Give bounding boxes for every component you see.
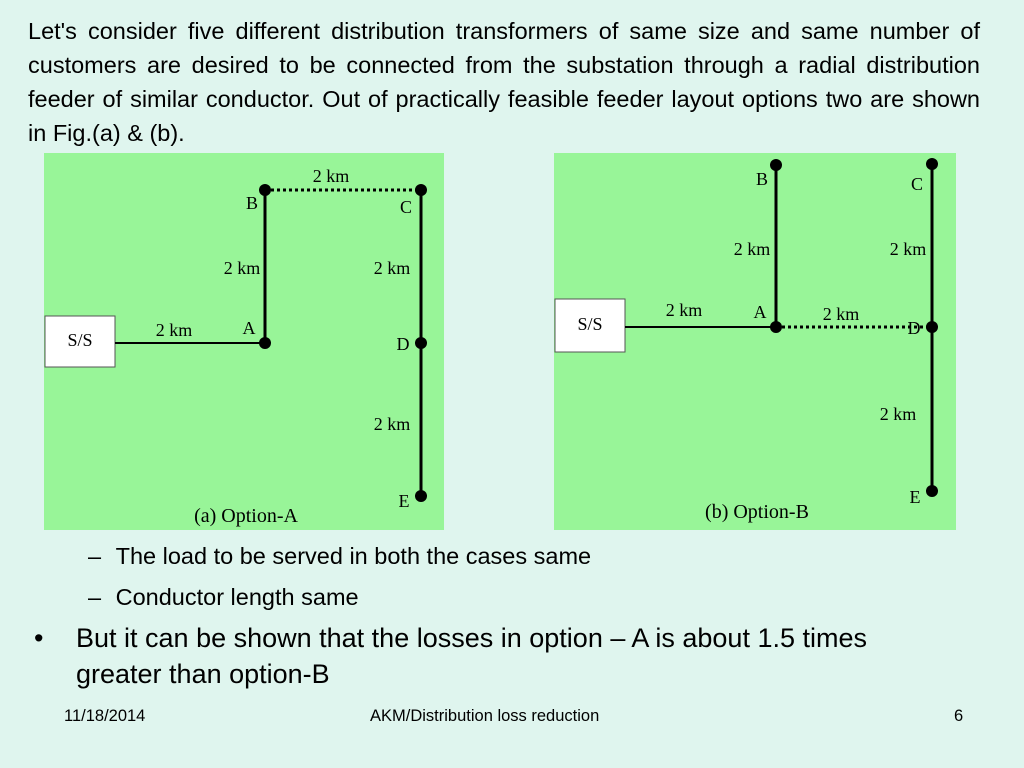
option-a-node-d (415, 337, 427, 349)
option-a-node-a-label: A (243, 318, 256, 338)
option-a-node-c-label: C (400, 197, 412, 217)
option-b-node-c-label: C (911, 174, 923, 194)
main-bullet-text: But it can be shown that the losses in o… (76, 623, 867, 689)
option-b-node-d-label: D (908, 318, 921, 338)
option-a-node-d-label: D (397, 334, 410, 354)
option-a-diagram: S/S A B C D E 2 km 2 km 2 km 2 km 2 km (… (44, 166, 427, 527)
footer-date: 11/18/2014 (64, 707, 146, 725)
option-b-caption: (b) Option-B (705, 501, 809, 523)
option-b-node-e (926, 485, 938, 497)
option-a-node-c (415, 184, 427, 196)
option-a-length-a-b: 2 km (224, 258, 261, 278)
option-a-caption: (a) Option-A (194, 505, 298, 527)
option-b-node-c (926, 158, 938, 170)
option-b-node-d (926, 321, 938, 333)
option-a-length-b-c: 2 km (313, 166, 350, 186)
option-a-length-d-e: 2 km (374, 414, 411, 434)
sub-bullet-list: The load to be served in both the cases … (88, 536, 592, 618)
option-a-substation-label: S/S (67, 330, 92, 350)
option-b-length-d-e: 2 km (880, 404, 917, 424)
option-b-node-b-label: B (756, 169, 768, 189)
option-a-node-a (259, 337, 271, 349)
option-b-length-c-d: 2 km (890, 239, 927, 259)
option-a-node-e-label: E (399, 491, 410, 511)
option-a-node-e (415, 490, 427, 502)
option-a-length-ss-a: 2 km (156, 320, 193, 340)
option-b-substation-label: S/S (577, 314, 602, 334)
option-b-length-ss-a: 2 km (666, 300, 703, 320)
option-a-substation-box (44, 315, 116, 368)
footer-page-number: 6 (954, 707, 964, 725)
sub-bullet-item: The load to be served in both the cases … (88, 536, 592, 577)
option-b-length-a-b: 2 km (734, 239, 771, 259)
option-a-node-b-label: B (246, 193, 258, 213)
option-b-length-a-d: 2 km (823, 304, 860, 324)
sub-bullet-item: Conductor length same (88, 577, 591, 618)
option-a-length-c-d: 2 km (374, 258, 411, 278)
option-b-node-a-label: A (754, 302, 767, 322)
option-b-diagram: S/S A B C D E 2 km 2 km 2 km 2 km 2 km (… (554, 158, 938, 523)
option-b-node-b (770, 159, 782, 171)
option-b-node-a (770, 321, 782, 333)
option-b-substation-box (554, 298, 626, 353)
option-b-node-e-label: E (910, 487, 921, 507)
bullet-dot-icon: • (34, 623, 44, 653)
option-a-node-b (259, 184, 271, 196)
footer-title: AKM/Distribution loss reduction (370, 707, 600, 725)
intro-paragraph: Let's consider five different distributi… (28, 18, 980, 146)
